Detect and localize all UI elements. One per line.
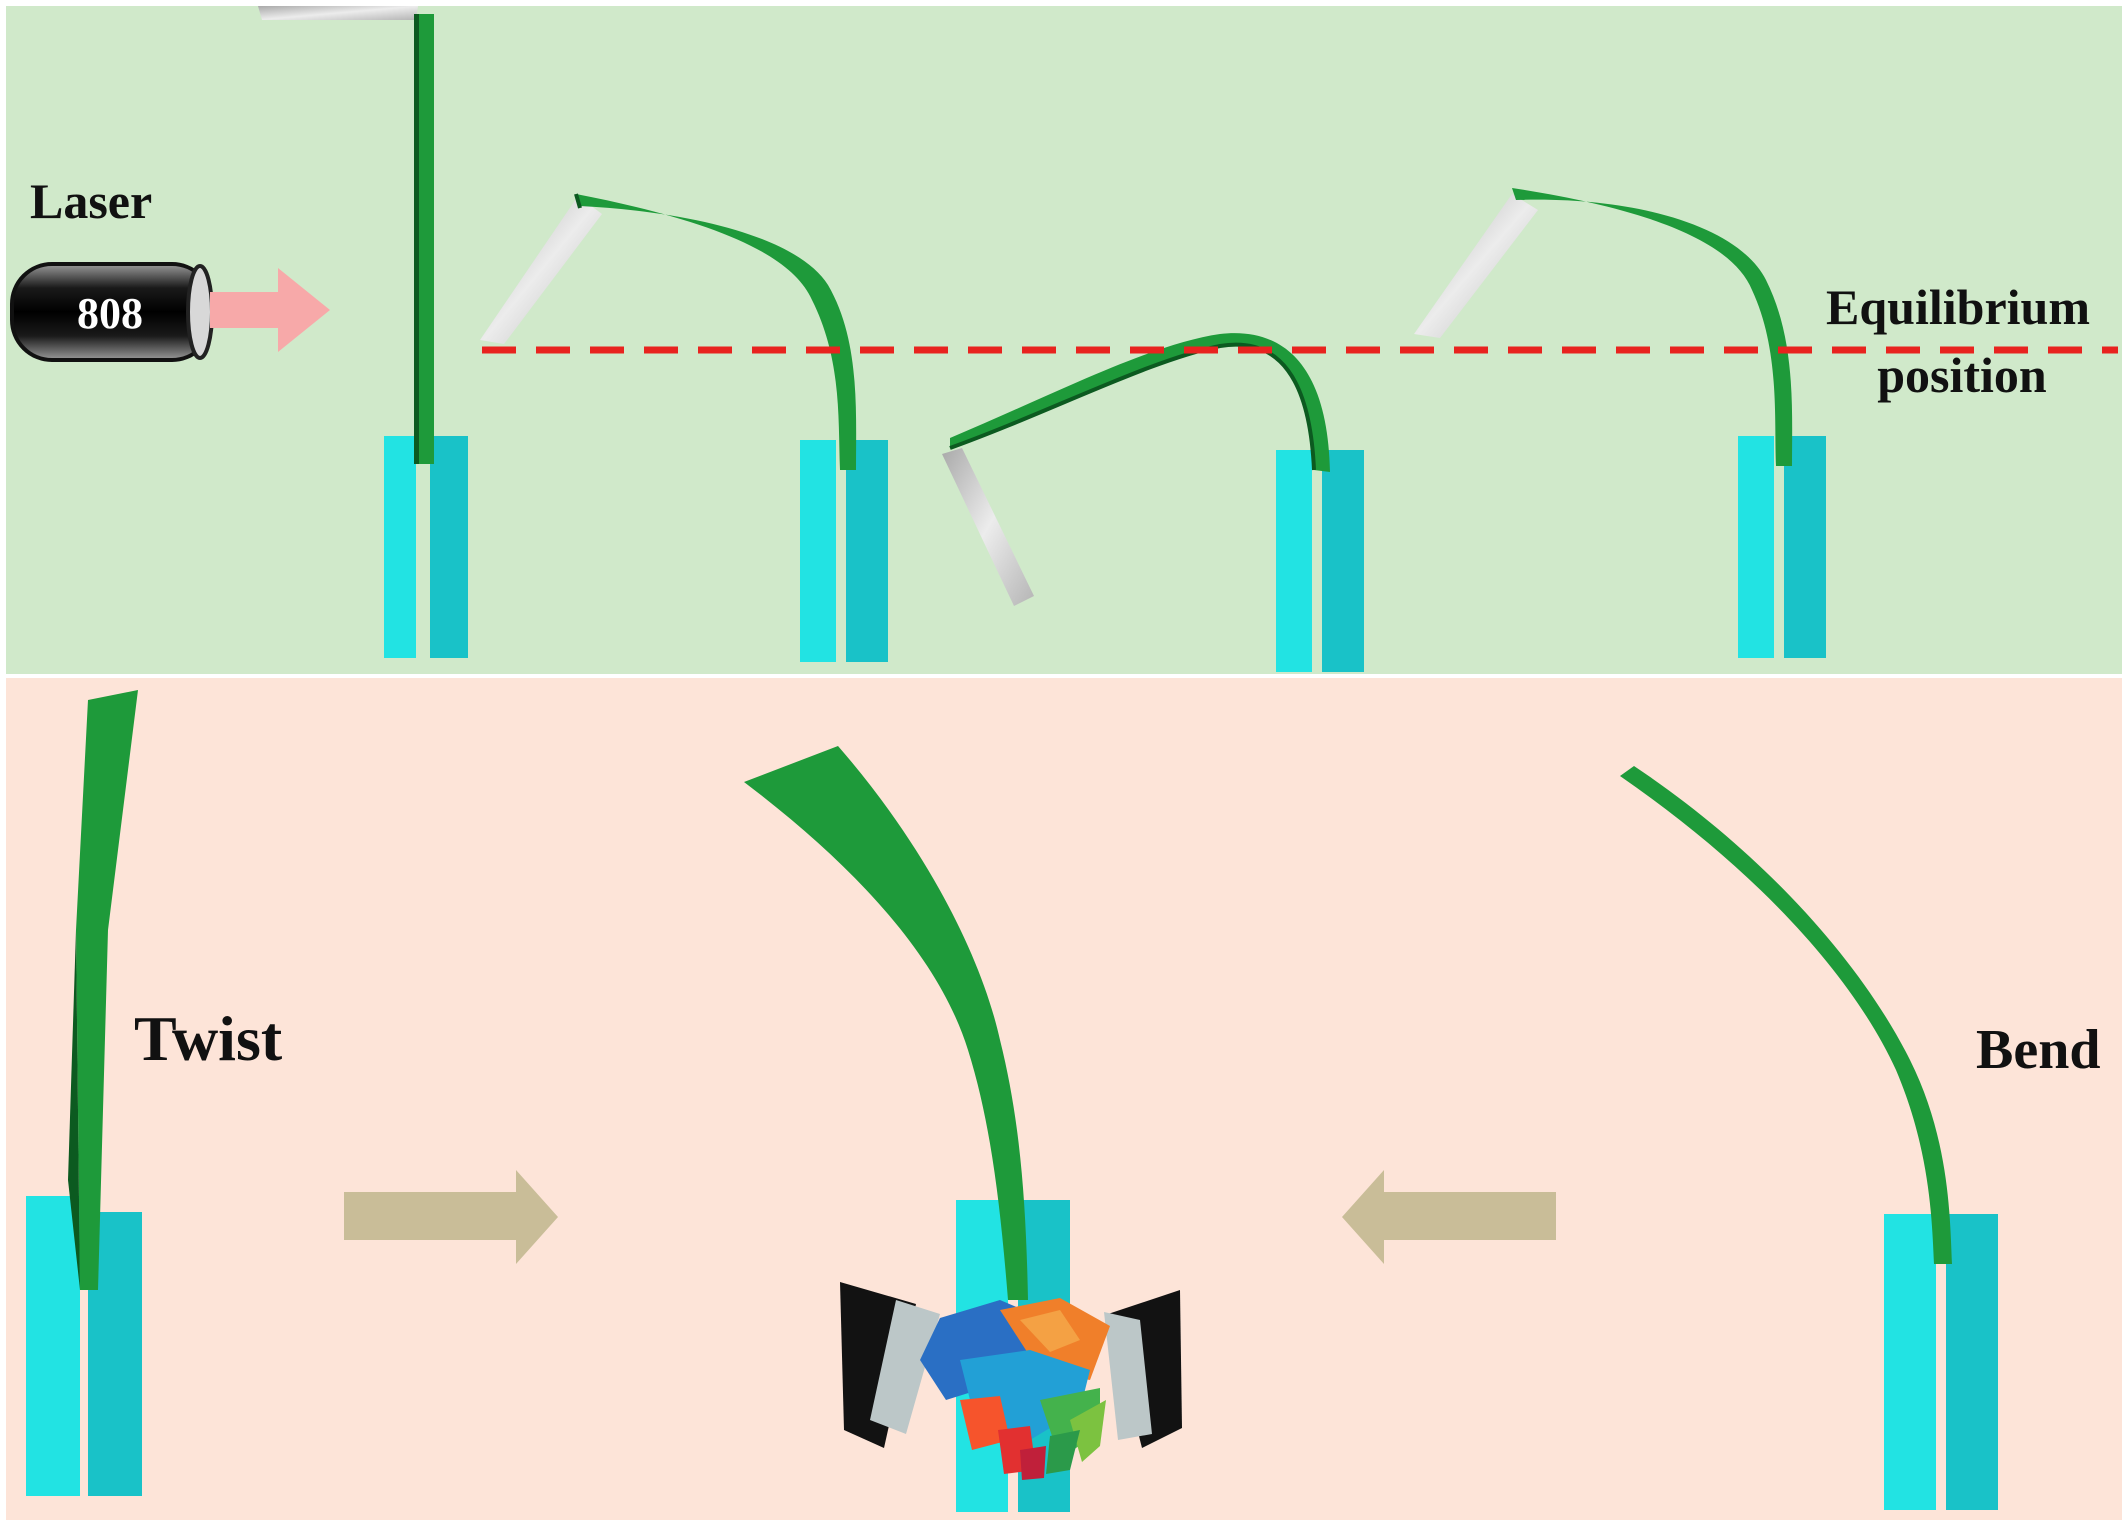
plate (480, 196, 602, 344)
arrow-left (1342, 1170, 1556, 1264)
plate (258, 6, 418, 20)
clamp-right (846, 440, 888, 662)
clamp-right (1946, 1214, 1998, 1510)
laser-wavelength: 808 (77, 289, 143, 338)
green-strip (950, 333, 1330, 472)
clamp-left (1884, 1214, 1936, 1510)
laser-label: Laser (30, 173, 152, 229)
arrow-right (344, 1170, 558, 1264)
clamp-right (1322, 450, 1364, 672)
actuator-twist (26, 690, 142, 1496)
plate (942, 448, 1034, 606)
actuator-bend (1620, 766, 1998, 1510)
actuator-bent-2 (942, 333, 1364, 672)
twist-label: Twist (134, 1003, 283, 1074)
laser-device-icon: 808 (10, 262, 214, 362)
clamp-right (1784, 436, 1826, 658)
handshake-icon (840, 1282, 1182, 1480)
clamp-right (430, 436, 468, 658)
green-strip (744, 746, 1028, 1300)
clamp-left (26, 1196, 80, 1496)
actuator-bent-3 (1414, 188, 1826, 658)
green-strip (576, 194, 857, 470)
equilibrium-label-line1: Equilibrium (1826, 279, 2090, 335)
beam-arrow-icon (210, 268, 330, 352)
clamp-left (1738, 436, 1774, 658)
green-strip (76, 690, 138, 1290)
clamp-left (384, 436, 416, 658)
bend-label: Bend (1976, 1019, 2101, 1081)
clamp-left (800, 440, 836, 662)
plate (1414, 194, 1538, 338)
equilibrium-label-line2: position (1877, 347, 2047, 403)
actuator-bent-1 (480, 193, 888, 662)
clamp-left (1276, 450, 1312, 672)
actuator-initial (258, 6, 468, 658)
green-strip (418, 14, 434, 464)
